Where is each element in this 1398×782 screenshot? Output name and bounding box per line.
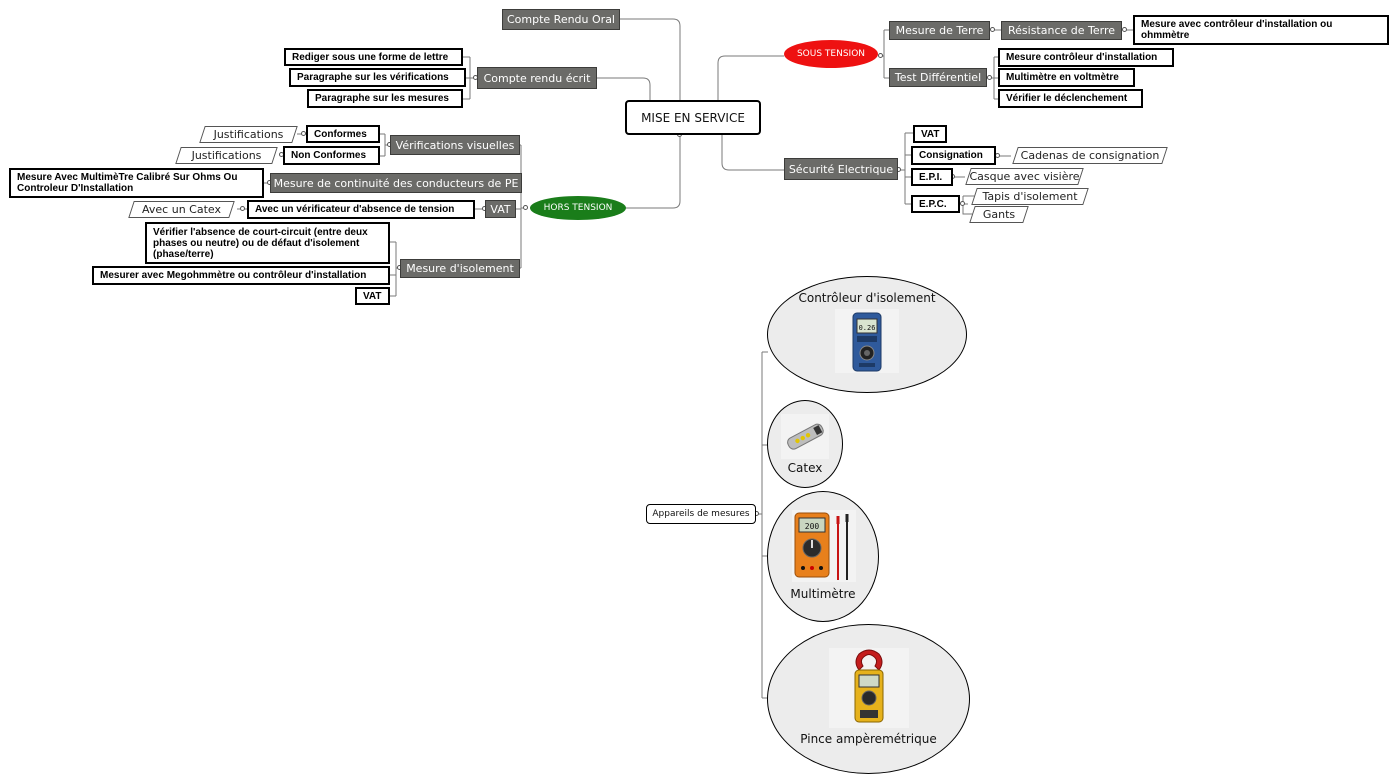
node-justifications-2[interactable]: Justifications	[175, 147, 278, 164]
node-rediger-lettre[interactable]: Rediger sous une forme de lettre	[284, 48, 463, 66]
device-label: Catex	[787, 461, 823, 475]
node-mesure-continuite[interactable]: Mesure de continuité des conducteurs de …	[270, 173, 522, 193]
connector-dot	[960, 201, 965, 206]
svg-text:200: 200	[805, 522, 820, 531]
multimeter-icon: 200	[792, 510, 856, 582]
node-mesure-multimetre-ohms[interactable]: Mesure Avec MultimèTre Calibré Sur Ohms …	[9, 168, 264, 198]
node-mesure-controleur-ohmmetre[interactable]: Mesure avec contrôleur d'installation ou…	[1133, 15, 1389, 45]
device-label: Pince ampèremétrique	[800, 732, 937, 746]
node-mesure-isolement[interactable]: Mesure d'isolement	[400, 259, 520, 278]
node-paragraphe-verifications[interactable]: Paragraphe sur les vérifications	[289, 68, 466, 87]
connector-dot	[878, 53, 883, 58]
node-label: Gants	[982, 208, 1016, 221]
connector-dot	[301, 131, 306, 136]
node-mesure-controleur-installation[interactable]: Mesure contrôleur d'installation	[998, 48, 1174, 67]
node-epi[interactable]: E.P.I.	[911, 168, 953, 186]
node-label: Avec un Catex	[142, 203, 221, 216]
node-test-differentiel[interactable]: Test Différentiel	[889, 68, 987, 87]
node-gants[interactable]: Gants	[969, 206, 1029, 223]
connector-dot	[990, 27, 995, 32]
connector-dot	[523, 205, 528, 210]
svg-text:0.26: 0.26	[859, 324, 876, 332]
node-non-conformes[interactable]: Non Conformes	[283, 146, 380, 165]
node-label: Cadenas de consignation	[1020, 149, 1160, 162]
node-sous-tension[interactable]: SOUS TENSION	[784, 40, 878, 68]
node-paragraphe-mesures[interactable]: Paragraphe sur les mesures	[307, 89, 463, 108]
node-label: Justifications	[191, 149, 262, 162]
node-compte-rendu-ecrit[interactable]: Compte rendu écrit	[477, 67, 597, 89]
device-pince-amperemetrique[interactable]: Pince ampèremétrique	[767, 624, 970, 774]
clamp-meter-icon	[829, 648, 909, 728]
node-avec-catex[interactable]: Avec un Catex	[128, 201, 235, 218]
node-appareils-de-mesures[interactable]: Appareils de mesures	[646, 504, 756, 524]
node-verifier-declenchement[interactable]: Vérifier le déclenchement	[998, 89, 1143, 108]
node-mesure-de-terre[interactable]: Mesure de Terre	[889, 21, 990, 40]
device-multimetre[interactable]: 200 Multimètre	[767, 491, 879, 622]
connector-dot	[240, 206, 245, 211]
node-label: Tapis d'isolement	[982, 190, 1078, 203]
node-verifications-visuelles[interactable]: Vérifications visuelles	[390, 135, 520, 155]
node-casque-visiere[interactable]: Casque avec visière	[965, 168, 1084, 185]
node-resistance-de-terre[interactable]: Résistance de Terre	[1001, 21, 1122, 40]
connector-dot	[1122, 27, 1127, 32]
node-verificateur-absence-tension[interactable]: Avec un vérificateur d'absence de tensio…	[247, 200, 475, 219]
node-justifications-1[interactable]: Justifications	[199, 126, 298, 143]
voltage-tester-icon	[781, 414, 829, 459]
central-topic[interactable]: MISE EN SERVICE	[625, 100, 761, 135]
connector-dot	[987, 75, 992, 80]
node-vat-isolement[interactable]: VAT	[355, 287, 390, 305]
insulation-tester-icon: 0.26	[835, 309, 899, 373]
node-consignation[interactable]: Consignation	[911, 146, 996, 165]
node-vat-hors-tension[interactable]: VAT	[485, 200, 516, 218]
node-label: Casque avec visière	[969, 170, 1080, 183]
node-conformes[interactable]: Conformes	[306, 125, 380, 143]
device-catex[interactable]: Catex	[767, 400, 843, 488]
node-mesurer-megohmmetre[interactable]: Mesurer avec Megohmmètre ou contrôleur d…	[92, 266, 390, 285]
node-cadenas-consignation[interactable]: Cadenas de consignation	[1012, 147, 1168, 164]
node-hors-tension[interactable]: HORS TENSION	[530, 196, 626, 220]
node-securite-electrique[interactable]: Sécurité Electrique	[784, 158, 898, 180]
device-label: Multimètre	[790, 587, 856, 601]
device-label: Contrôleur d'isolement	[798, 291, 936, 305]
node-compte-rendu-oral[interactable]: Compte Rendu Oral	[502, 9, 620, 30]
node-vat-securite[interactable]: VAT	[913, 125, 947, 143]
node-verifier-court-circuit[interactable]: Vérifier l'absence de court-circuit (ent…	[145, 222, 390, 264]
node-tapis-isolement[interactable]: Tapis d'isolement	[971, 188, 1089, 205]
device-controleur-isolement[interactable]: Contrôleur d'isolement 0.26	[767, 276, 967, 393]
node-label: Justifications	[213, 128, 284, 141]
node-epc[interactable]: E.P.C.	[911, 195, 960, 213]
node-multimetre-voltmetre[interactable]: Multimètre en voltmètre	[998, 68, 1135, 87]
